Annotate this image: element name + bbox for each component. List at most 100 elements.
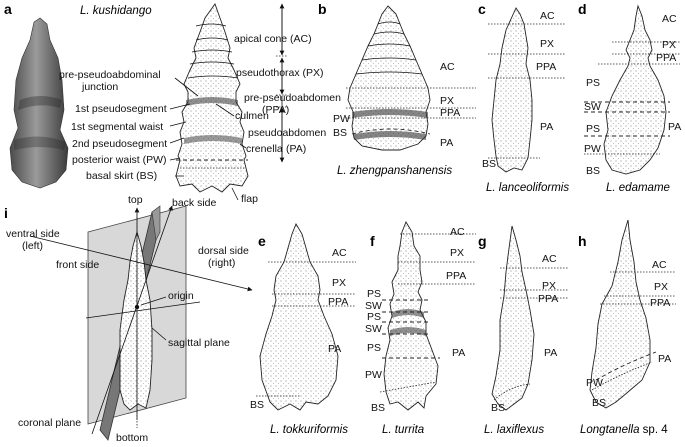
panel-e-species: L. tokkuriformis [270, 424, 348, 436]
panel-b: b AC PX PPA PW BS PA L. zhengpanshanensi… [318, 1, 476, 177]
panel-f-label-ppa: PPA [446, 270, 466, 282]
label-origin: origin [168, 290, 194, 302]
label-second-pseudosegment: 2nd pseudosegment [72, 138, 167, 150]
label-culmen: culmen [235, 110, 269, 122]
panel-letter-d: d [578, 1, 587, 17]
origin-point [134, 304, 140, 310]
label-ventral-left: (left) [22, 240, 43, 252]
panel-letter-e: e [258, 233, 266, 249]
panel-letter-b: b [318, 1, 327, 17]
panel-d-label-sw: SW [584, 101, 601, 113]
label-basal-skirt: basal skirt (BS) [86, 170, 157, 182]
panel-letter-f: f [370, 233, 375, 249]
panel-c-species: L. lanceoliformis [486, 182, 569, 194]
panel-e: e AC PX PPA PA BS L. tokkuriformis [250, 222, 356, 436]
label-dorsal-right: (right) [208, 257, 235, 269]
panel-e-label-bs: BS [250, 399, 264, 411]
panel-f-label-bs: BS [371, 402, 385, 414]
panel-d-species: L. edamame [606, 182, 670, 194]
panel-e-label-ppa: PPA [328, 296, 348, 308]
panel-b-species: L. zhengpanshanensis [337, 165, 452, 177]
panel-d-label-pw: PW [584, 143, 601, 155]
panel-f-label-ps-1: PS [367, 288, 381, 300]
panel-f-label-pw: PW [365, 369, 382, 381]
panel-letter-g: g [478, 233, 487, 249]
panel-d-label-ppa: PPA [656, 52, 676, 64]
panel-c-label-bs: BS [482, 158, 496, 170]
panel-b-label-pw: PW [333, 113, 350, 125]
panel-b-label-bs: BS [333, 127, 347, 139]
panel-h-label-px: PX [654, 281, 668, 293]
label-crenella: crenella [246, 143, 283, 155]
panel-c: c AC PX PPA PA BS L. lanceoliformis [478, 1, 569, 194]
label-pseudothorax: pseudothorax (PX) [236, 67, 324, 79]
panel-f-species: L. turrita [382, 424, 424, 436]
label-dorsal: dorsal side [198, 245, 249, 257]
panel-b-label-ppa: PPA [440, 107, 460, 119]
panel-f-label-pa: PA [452, 347, 465, 359]
panel-b-label-px: PX [440, 95, 454, 107]
panel-g-label-px: PX [542, 280, 556, 292]
panel-d-label-bs: BS [586, 165, 600, 177]
label-pre-pseudoabdominal: pre-pseudoabdominal [59, 69, 161, 81]
panel-h-genus: Longtanella [580, 424, 639, 436]
panel-d-label-ps-1: PS [586, 77, 600, 89]
panel-letter-a: a [4, 1, 12, 17]
label-first-segmental-waist: 1st segmental waist [71, 121, 163, 133]
panel-i: i top back side ventral side (left) fron… [4, 194, 253, 444]
panel-b-label-pa: PA [440, 137, 453, 149]
fossil-photograph [9, 17, 69, 189]
panel-a-species: L. kushidango [80, 5, 152, 17]
panel-g-label-ppa: PPA [538, 293, 558, 305]
panel-b-label-ac: AC [440, 61, 455, 73]
label-ppa: (PPA) [262, 104, 289, 116]
panel-d-label-ps-2: PS [586, 123, 600, 135]
panel-c-label-pa: PA [540, 121, 553, 133]
panel-a: a L. kushidango apical cone (AC) pseudot… [4, 1, 341, 205]
panel-f-label-px: PX [450, 247, 464, 259]
label-coronal-plane: coronal plane [18, 417, 81, 429]
panel-h-label-bs: BS [592, 397, 606, 409]
label-pseudoabdomen: pseudoabdomen [248, 127, 326, 139]
panel-g: g AC PX PPA PA BS L. laxiflexus [478, 225, 568, 436]
panel-d: d AC PX PPA PS SW PS PW BS PA L. edamame [578, 1, 681, 194]
panel-f-label-ps-3: PS [367, 342, 381, 354]
label-back-side: back side [172, 197, 217, 209]
panel-h-species: Longtanella sp. 4 [580, 424, 668, 436]
panel-h-label-ppa: PPA [650, 297, 670, 309]
label-apical-cone: apical cone (AC) [234, 33, 312, 45]
label-flap: flap [241, 193, 258, 205]
panel-letter-h: h [578, 233, 587, 249]
panel-h-label-pa: PA [658, 353, 671, 365]
panel-d-label-ac: AC [662, 13, 677, 25]
panel-h-label-ac: AC [652, 259, 667, 271]
panel-f: f AC PX PPA PS SW PS SW PS PW BS PA L. t… [365, 220, 476, 436]
label-ventral: ventral side [6, 228, 60, 240]
panel-d-label-pa: PA [668, 121, 681, 133]
panel-e-label-ac: AC [332, 247, 347, 259]
label-pa: (PA) [286, 143, 306, 155]
label-posterior-waist: posterior waist (PW) [72, 154, 167, 166]
panel-h: h AC PX PPA PA PW BS Longtanella sp. 4 [578, 219, 676, 436]
label-front-side: front side [56, 259, 99, 271]
label-top: top [128, 194, 143, 206]
label-pre-pseudoabdomen: pre-pseudoabdomen [244, 92, 341, 104]
panel-f-label-ac: AC [450, 226, 465, 238]
panel-e-label-pa: PA [328, 343, 341, 355]
panel-g-species: L. laxiflexus [484, 424, 544, 436]
label-bottom: bottom [116, 432, 148, 444]
panel-f-label-sw-2: SW [365, 323, 382, 335]
label-first-pseudosegment: 1st pseudosegment [75, 103, 167, 115]
panel-f-label-ps-2: PS [367, 311, 381, 323]
panel-c-label-px: PX [540, 38, 554, 50]
panel-h-label-pw: PW [586, 377, 603, 389]
panel-h-species-suffix: sp. 4 [639, 424, 668, 436]
panel-f-label-sw-1: SW [365, 300, 382, 312]
panel-g-label-ac: AC [542, 253, 557, 265]
panel-d-label-px: PX [662, 39, 676, 51]
label-junction: junction [81, 81, 118, 93]
panel-letter-c: c [478, 1, 486, 17]
panel-c-label-ac: AC [540, 10, 555, 22]
label-sagittal-plane: sagittal plane [168, 337, 230, 349]
